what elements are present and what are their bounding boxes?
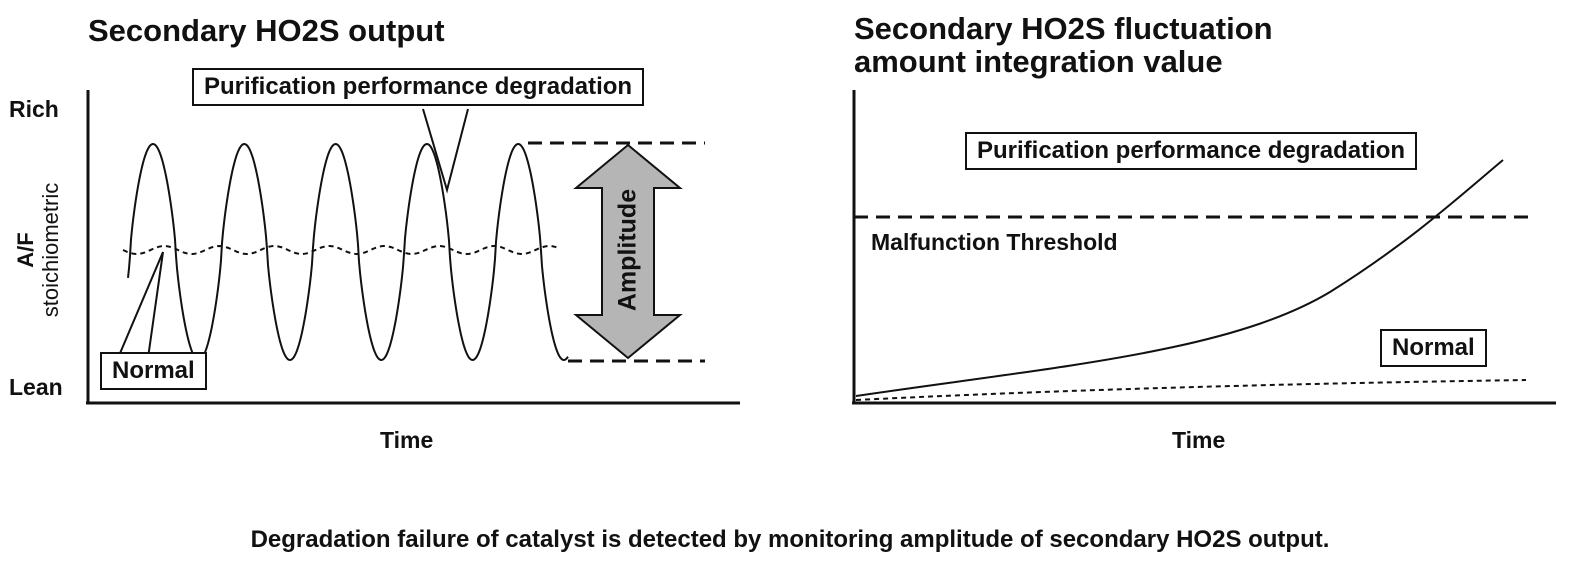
amplitude-arrow-icon — [573, 143, 683, 360]
left-y-axis-label: A/F stoichiometric — [8, 150, 68, 350]
degradation-callout-pointer — [422, 108, 469, 194]
left-normal-label: Normal — [100, 352, 207, 390]
diagram-caption: Degradation failure of catalyst is detec… — [250, 526, 1330, 553]
right-normal-label: Normal — [1380, 329, 1487, 367]
right-panel-title-line1: Secondary HO2S fluctuation — [854, 11, 1273, 46]
amplitude-label: Amplitude — [613, 188, 642, 312]
left-panel-title: Secondary HO2S output — [88, 13, 445, 48]
normal-output-wave — [122, 244, 560, 256]
malfunction-threshold-label: Malfunction Threshold — [871, 229, 1118, 255]
normal-callout-pointer-1 — [117, 251, 164, 359]
left-degradation-label: Purification performance degradation — [192, 68, 645, 106]
right-x-axis-label: Time — [1172, 427, 1226, 453]
degradation-integration-curve — [855, 159, 1504, 397]
lean-label: Lean — [9, 374, 63, 400]
right-panel-title-line2: amount integration value — [854, 44, 1223, 79]
left-x-axis-label: Time — [380, 427, 434, 453]
normal-integration-curve — [855, 379, 1527, 401]
right-degradation-label: Purification performance degradation — [965, 132, 1418, 170]
rich-label: Rich — [9, 96, 59, 122]
normal-callout-pointer-2 — [147, 251, 164, 359]
stoichiometric-label: stoichiometric — [38, 182, 63, 318]
af-label: A/F — [13, 232, 38, 268]
